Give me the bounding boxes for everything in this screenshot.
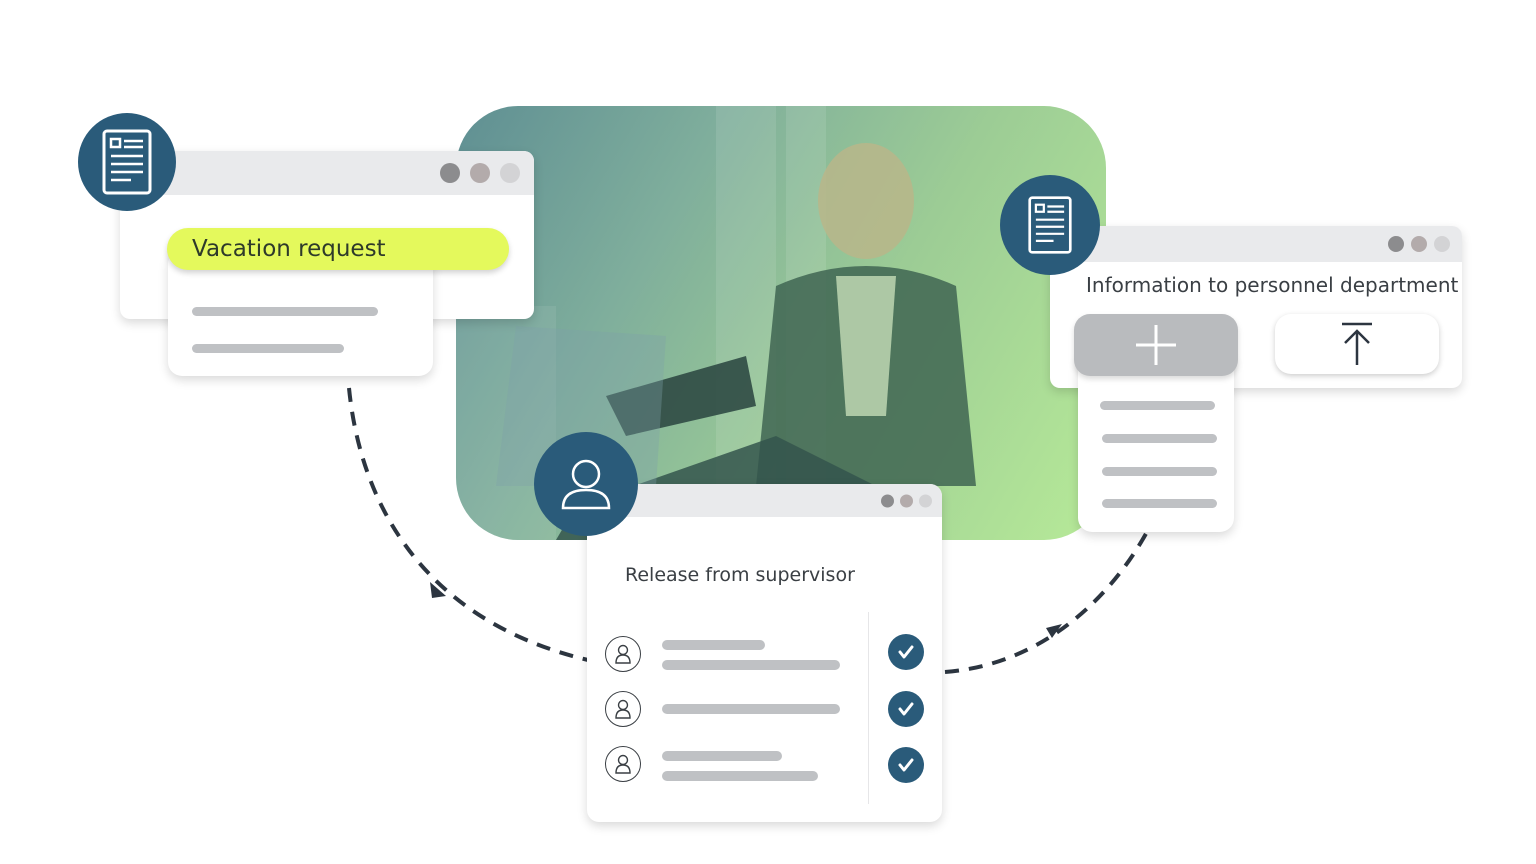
window-titlebar: [587, 484, 942, 517]
upload-icon: [1342, 322, 1372, 365]
add-dropdown-panel: [1078, 350, 1234, 532]
document-icon: [1028, 196, 1072, 254]
vacation-request-button[interactable]: Vacation request: [167, 228, 509, 270]
plus-icon: [1136, 325, 1176, 365]
document-badge: [78, 113, 176, 211]
window-controls: [1388, 236, 1450, 252]
placeholder-line: [192, 344, 344, 353]
window-control-dot[interactable]: [900, 494, 913, 507]
placeholder-line: [192, 307, 378, 316]
placeholder-line: [662, 751, 782, 761]
window-titlebar: [120, 151, 534, 195]
placeholder-line: [1100, 401, 1215, 410]
window-control-dot[interactable]: [440, 163, 460, 183]
vacation-dropdown-panel: [168, 250, 433, 376]
user-avatar-icon: [605, 746, 641, 782]
placeholder-line: [662, 660, 840, 670]
window-titlebar: [1050, 226, 1462, 262]
arrow-head-icon: [1046, 624, 1062, 638]
placeholder-line: [662, 640, 765, 650]
supervisor-release-window: Release from supervisor: [587, 484, 942, 822]
placeholder-line: [662, 704, 840, 714]
window-control-dot[interactable]: [500, 163, 520, 183]
document-icon: [102, 129, 152, 195]
vacation-request-label: Vacation request: [192, 236, 386, 262]
document-badge: [1000, 175, 1100, 275]
user-avatar-icon: [605, 636, 641, 672]
upload-button[interactable]: [1275, 314, 1439, 374]
hero-photo: [456, 106, 1106, 540]
check-icon: [888, 634, 924, 670]
column-divider: [868, 612, 869, 804]
window-control-dot[interactable]: [470, 163, 490, 183]
user-icon: [561, 459, 611, 510]
window-control-dot[interactable]: [1434, 236, 1450, 252]
user-avatar-icon: [605, 691, 641, 727]
window-control-dot[interactable]: [919, 494, 932, 507]
check-icon: [888, 691, 924, 727]
personnel-title: Information to personnel department: [1086, 273, 1459, 297]
placeholder-line: [1102, 467, 1217, 476]
window-controls: [440, 163, 520, 183]
placeholder-line: [1102, 499, 1217, 508]
window-control-dot[interactable]: [1411, 236, 1427, 252]
window-control-dot[interactable]: [1388, 236, 1404, 252]
arrow-head-icon: [430, 582, 446, 598]
placeholder-line: [662, 771, 818, 781]
placeholder-line: [1102, 434, 1217, 443]
add-button[interactable]: [1074, 314, 1238, 376]
window-controls: [881, 494, 932, 507]
window-control-dot[interactable]: [881, 494, 894, 507]
supervisor-title: Release from supervisor: [625, 564, 855, 586]
check-icon: [888, 747, 924, 783]
user-badge: [534, 432, 638, 536]
